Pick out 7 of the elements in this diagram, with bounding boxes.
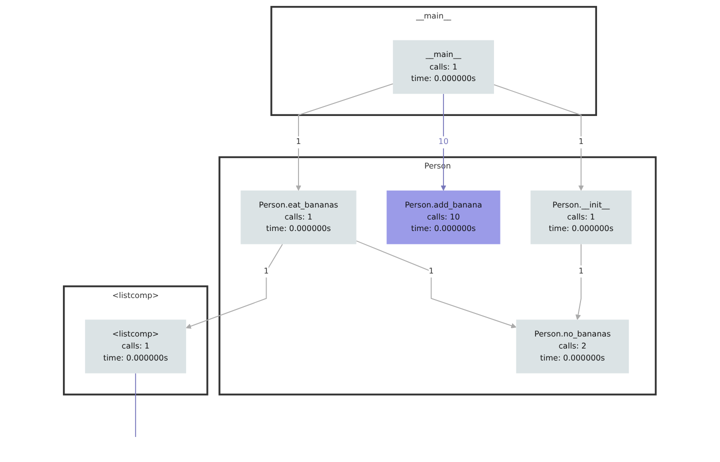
arrow: [356, 240, 517, 328]
arrow: [494, 84, 584, 191]
arrow: [576, 244, 582, 320]
connector: [135, 372, 136, 438]
arrow: [186, 244, 284, 329]
arrow: [440, 93, 446, 191]
arrow: [296, 83, 394, 191]
